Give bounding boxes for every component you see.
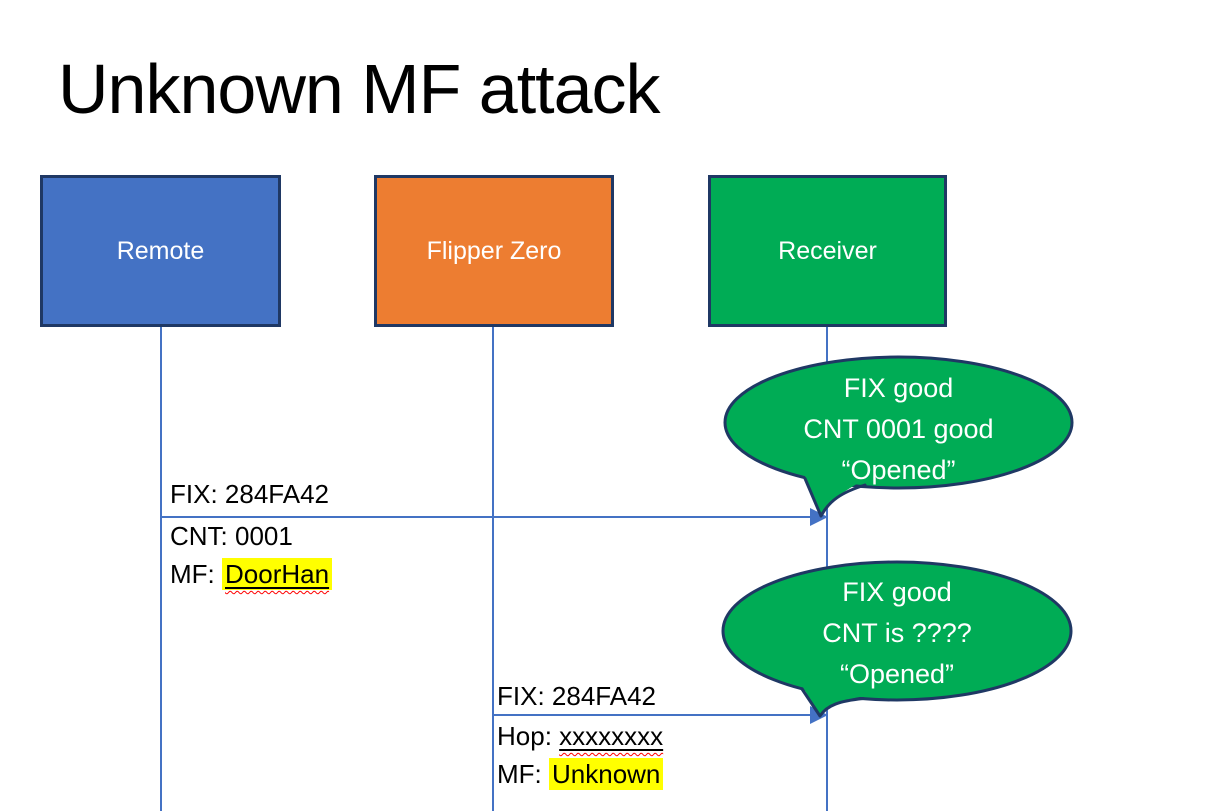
actor-label-receiver: Receiver bbox=[778, 236, 877, 265]
actor-box-remote: Remote bbox=[40, 175, 281, 327]
message-1-fix-label: FIX: 284FA42 bbox=[170, 479, 329, 509]
field-value: 0001 bbox=[235, 521, 293, 551]
underlined-value: xxxxxxxx bbox=[559, 721, 663, 751]
message-1-mf-label: MF: DoorHan bbox=[170, 558, 333, 590]
actor-box-flipper-zero: Flipper Zero bbox=[374, 175, 614, 327]
speech-bubble-2-text: FIX good CNT is ???? “Opened” bbox=[723, 572, 1071, 695]
message-2-hop-label: Hop: xxxxxxxx bbox=[497, 721, 663, 752]
speech-bubble-tail-outline bbox=[803, 477, 867, 518]
bubble-line: “Opened” bbox=[839, 659, 955, 689]
bubble-line: CNT is ???? bbox=[822, 618, 972, 648]
actor-box-receiver: Receiver bbox=[708, 175, 947, 327]
misspelled-word: DoorHan bbox=[225, 559, 330, 589]
message-arrow-2-line bbox=[493, 714, 811, 716]
bubble-line: “Opened” bbox=[841, 455, 956, 485]
speech-bubble-ellipse bbox=[721, 560, 1073, 702]
speech-bubble-ellipse bbox=[723, 355, 1074, 490]
message-2-fix-label: FIX: 284FA42 bbox=[497, 681, 656, 711]
message-1-cnt-label: CNT: 0001 bbox=[170, 521, 293, 552]
speech-bubble-1-text: FIX good CNT 0001 good “Opened” bbox=[725, 368, 1072, 491]
message-arrow-1-line bbox=[161, 516, 811, 518]
speech-bubble-2 bbox=[721, 560, 1073, 718]
highlighted-value: DoorHan bbox=[222, 558, 333, 590]
speech-bubble-tail bbox=[801, 458, 869, 516]
slide-title: Unknown MF attack bbox=[58, 49, 661, 128]
highlighted-value: Unknown bbox=[549, 758, 664, 790]
lifeline-flipper bbox=[492, 327, 494, 811]
bubble-line: CNT 0001 good bbox=[803, 414, 994, 444]
speech-bubble-tail bbox=[798, 669, 866, 716]
speech-bubble-1 bbox=[723, 355, 1074, 518]
message-2-mf-label: MF: Unknown bbox=[497, 758, 664, 790]
field-prefix: Hop: bbox=[497, 721, 560, 751]
field-prefix: MF: bbox=[497, 759, 549, 789]
bubble-line: FIX good bbox=[843, 373, 954, 403]
actor-label-flipper-zero: Flipper Zero bbox=[426, 236, 562, 265]
lifeline-remote bbox=[160, 327, 162, 811]
actor-label-remote: Remote bbox=[116, 236, 205, 265]
speech-bubble-tail-outline bbox=[800, 687, 865, 718]
field-prefix: CNT: bbox=[170, 521, 235, 551]
field-prefix: MF: bbox=[170, 559, 222, 589]
bubble-line: FIX good bbox=[842, 577, 952, 607]
misspelled-word: xxxxxxxx bbox=[559, 721, 664, 751]
